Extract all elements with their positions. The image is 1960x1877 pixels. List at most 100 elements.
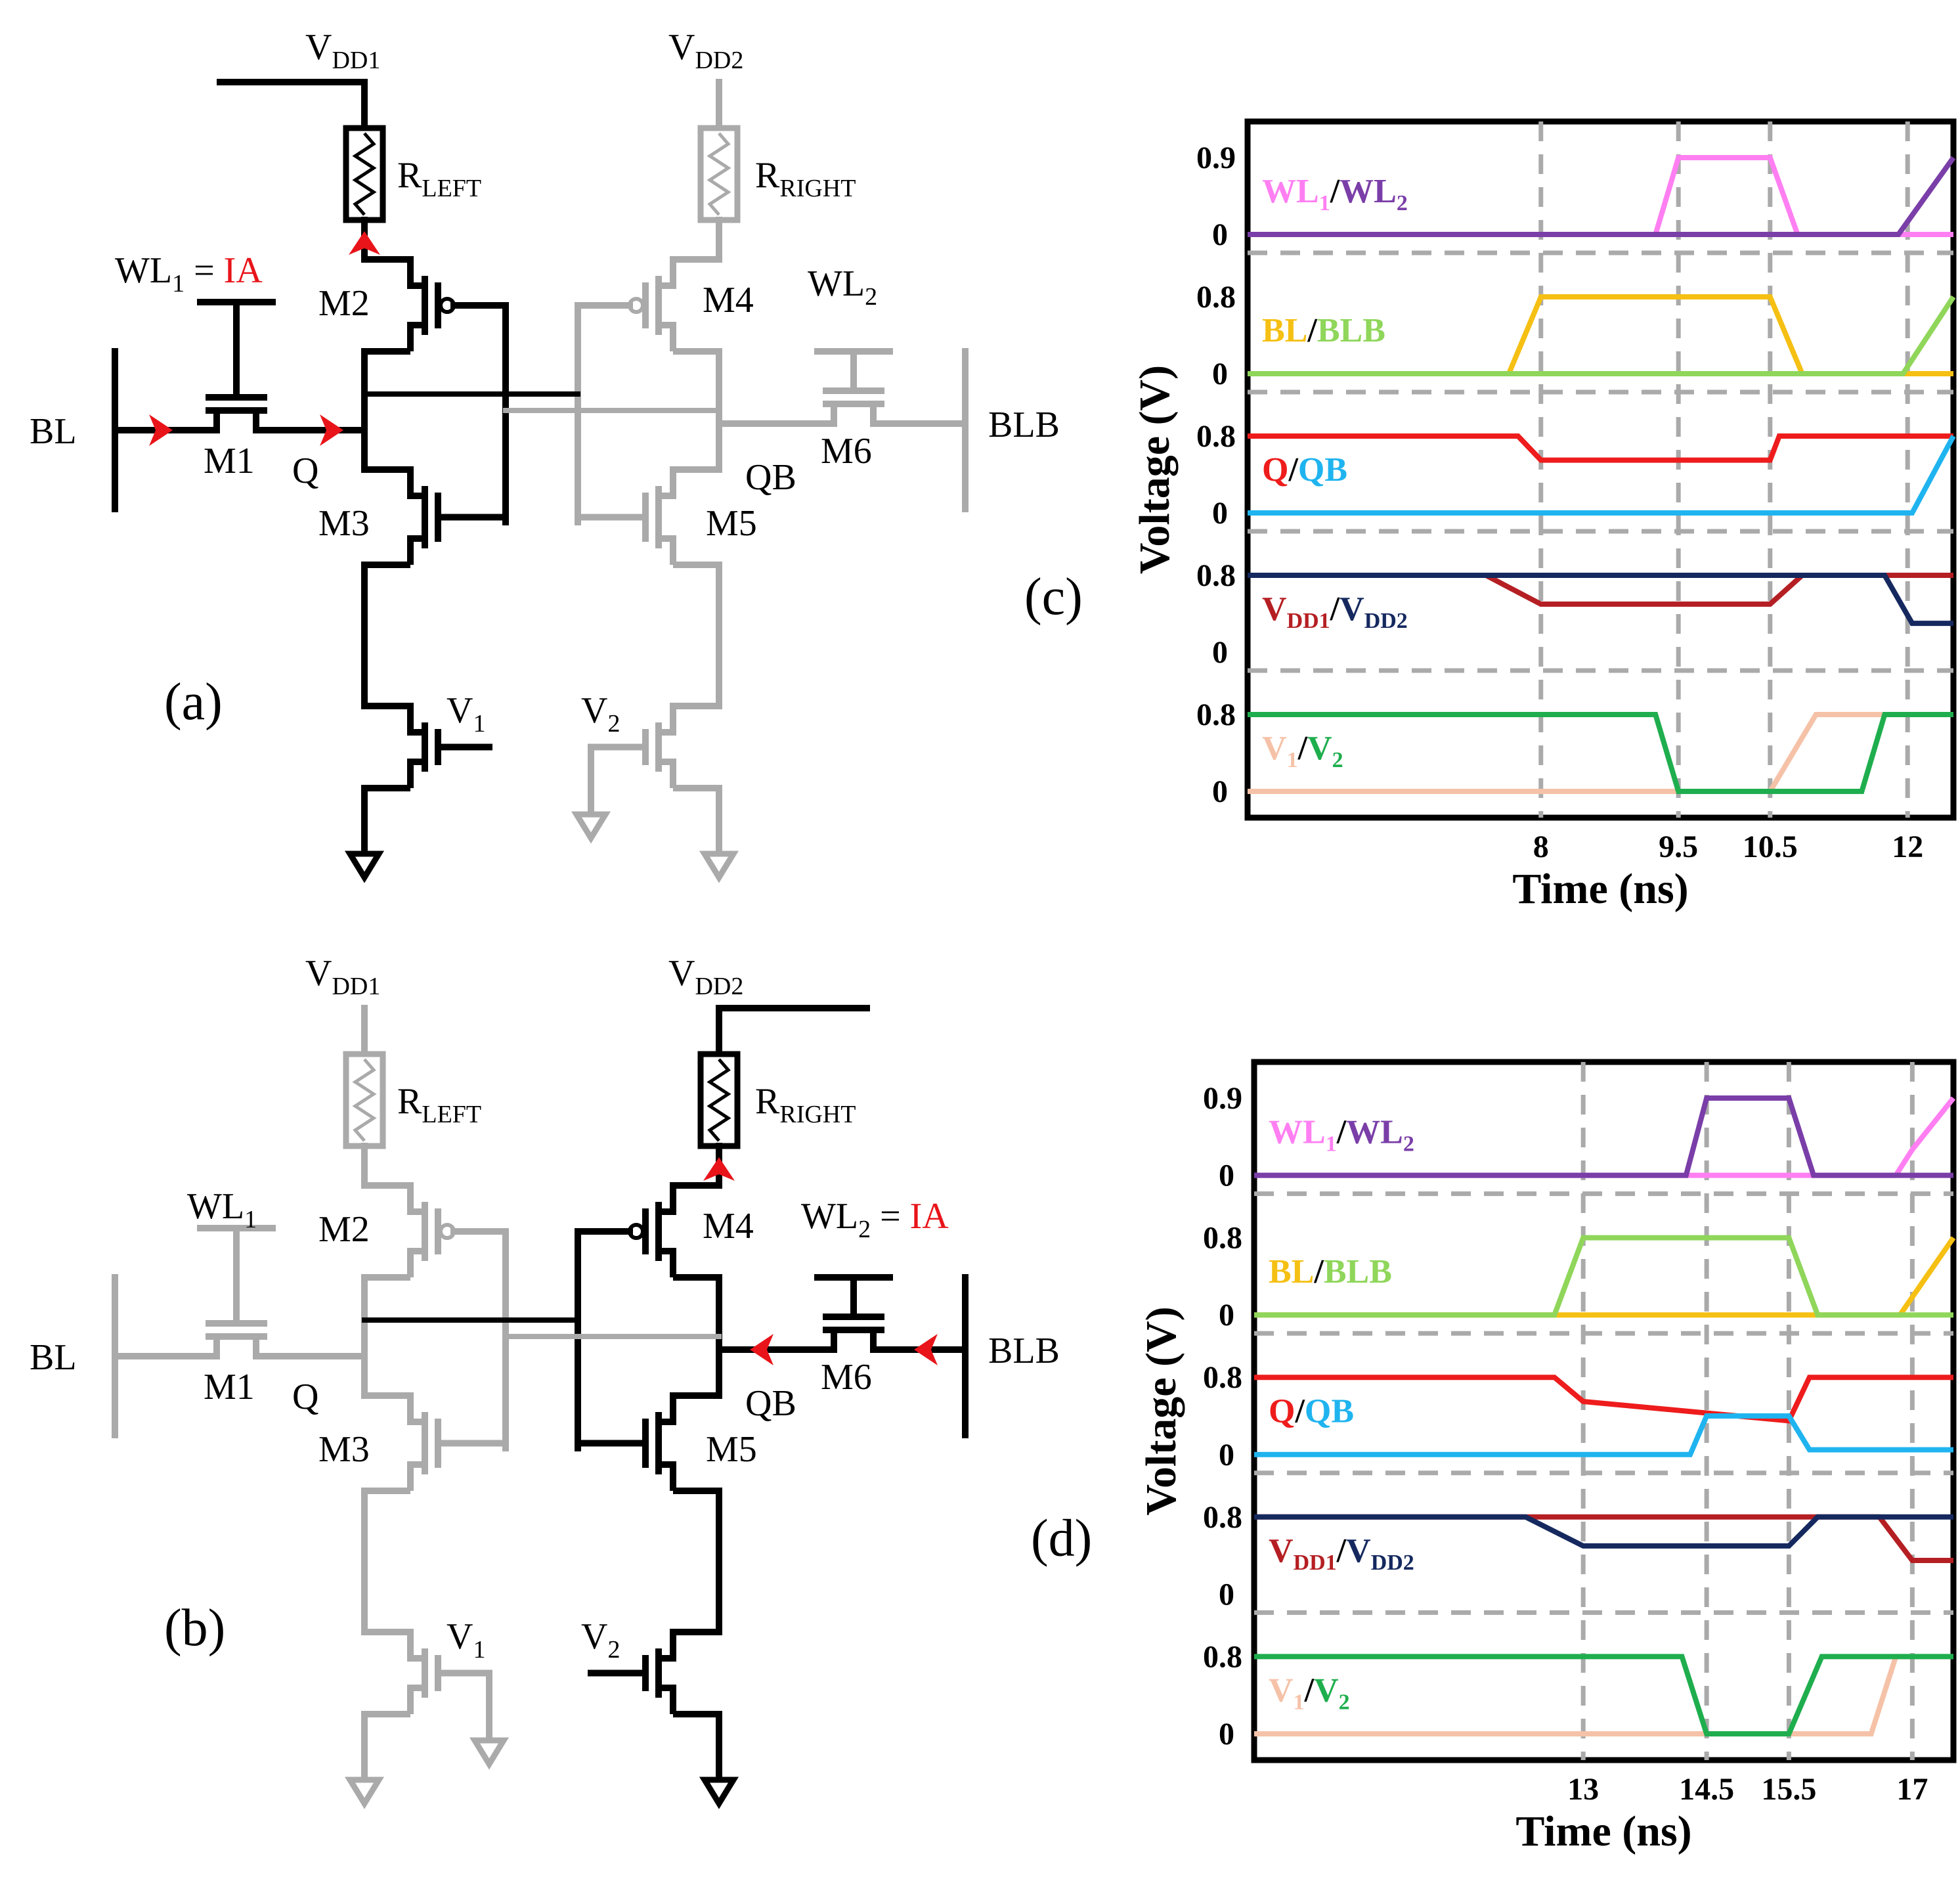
ground-triangle	[344, 850, 385, 883]
label-q-main: Q	[292, 1377, 318, 1417]
series-line-WL2	[1248, 156, 1956, 237]
label-r-right-main: R	[755, 1081, 780, 1122]
signal-label-slash: /	[1336, 1532, 1347, 1570]
resistor-left-icon	[343, 1051, 386, 1149]
v1-source	[361, 785, 410, 828]
panel-label-a: (a)	[164, 673, 223, 731]
source-lead	[407, 535, 425, 565]
drain-lead	[407, 259, 425, 289]
transistor-m4	[575, 259, 676, 351]
series-line-WL2	[1254, 1095, 1953, 1178]
ground-triangle	[469, 1737, 510, 1770]
y-tick-label: 0.8	[1196, 280, 1236, 315]
transistor-m2	[407, 1185, 509, 1277]
label-v2: V2	[581, 690, 620, 738]
y-tick-label: 0	[1212, 774, 1228, 809]
signal-label-a: Q	[1269, 1393, 1295, 1430]
label-r-left: RLEFT	[397, 155, 481, 202]
label-v1-main: V	[446, 690, 473, 731]
label-vdd2: VDD2	[668, 953, 743, 1000]
panel-label-b: (b)	[164, 1599, 225, 1657]
y-tick-label: 0.8	[1203, 1360, 1242, 1395]
transistor-m6	[804, 1274, 903, 1353]
drain-lead	[407, 706, 425, 736]
series-line-V1	[1254, 1654, 1953, 1736]
label-wl1: WL1 = IA	[115, 250, 263, 298]
label-m4-main: M4	[703, 280, 754, 320]
label-m1-main: M1	[204, 1367, 255, 1407]
signal-label-slash: /	[1297, 730, 1308, 767]
label-vdd1: VDD1	[305, 953, 380, 1000]
series-line-V1	[1248, 712, 1953, 794]
source-lead	[407, 1248, 425, 1277]
transistor-m2	[407, 259, 509, 351]
label-m5: M5	[706, 1429, 757, 1470]
series-line-VDD2	[1248, 573, 1953, 627]
label-v2-main: V	[581, 1616, 607, 1657]
label-m4: M4	[703, 280, 754, 320]
label-m3: M3	[318, 503, 370, 544]
source-lead	[407, 1461, 425, 1491]
label-blb-main: BLB	[988, 1331, 1060, 1371]
resistor-zigzag	[352, 1058, 377, 1142]
series-line-QB	[1254, 1413, 1953, 1457]
drain-lead	[407, 1396, 425, 1425]
v1-source	[361, 1711, 410, 1754]
source-lead	[659, 535, 676, 565]
label-m2-main: M2	[318, 283, 370, 324]
m3-to-v1	[361, 1488, 410, 1632]
y-tick-label: 0.8	[1196, 697, 1236, 732]
signal-label-a-sub: DD1	[1287, 609, 1330, 633]
x-axis-title: Time (ns)	[1515, 1807, 1691, 1855]
source-lead	[659, 759, 676, 788]
label-v1-sub: 1	[473, 1636, 485, 1664]
label-wl2-main: WL	[808, 263, 865, 304]
source-lead	[659, 1248, 676, 1277]
plot-frame	[1244, 118, 1957, 821]
ground-triangle	[699, 850, 739, 883]
y-tick-label: 0.9	[1196, 141, 1236, 175]
row-signal-label: Q/QB	[1262, 451, 1347, 489]
x-tick-label: 17	[1896, 1772, 1928, 1807]
m2-source-to-q	[361, 348, 410, 470]
y-tick-label: 0	[1212, 217, 1228, 252]
label-m2: M2	[318, 283, 370, 324]
x-tick-label: 8	[1533, 829, 1549, 864]
y-tick-label: 0	[1212, 635, 1228, 670]
label-r-right-sub: RIGHT	[779, 1101, 856, 1128]
label-qb: QB	[745, 457, 796, 498]
label-blb: BLB	[988, 1331, 1060, 1371]
series-line-V2	[1254, 1654, 1953, 1736]
signal-label-a: V	[1262, 730, 1287, 767]
label-qb: QB	[745, 1383, 796, 1424]
x-tick-label: 10.5	[1743, 829, 1798, 864]
signal-label-a-sub: DD1	[1294, 1551, 1337, 1575]
signal-label-b-sub: 2	[1332, 748, 1343, 772]
ground-triangle	[571, 811, 611, 844]
signal-label-b: WL	[1339, 173, 1397, 210]
m5-to-v2	[673, 1488, 722, 1632]
ground-v1-gate-icon	[469, 1711, 510, 1770]
label-r-left-sub: LEFT	[422, 1101, 481, 1128]
source-lead	[407, 322, 425, 351]
signal-label-b: BLB	[1324, 1253, 1392, 1291]
row-signal-label: VDD1/VDD2	[1262, 590, 1408, 633]
y-tick-label: 0	[1212, 357, 1228, 391]
label-wl2-ia: IA	[910, 1196, 949, 1237]
y-tick-label: 0.8	[1196, 558, 1236, 593]
label-vdd1-main: V	[305, 27, 332, 68]
signal-label-a: WL	[1262, 173, 1319, 210]
panel-label: (c)	[1024, 568, 1083, 626]
signal-label-b: V	[1346, 1532, 1371, 1570]
label-m6-main: M6	[821, 1357, 872, 1398]
drain-lead	[407, 1185, 425, 1215]
y-tick-label: 0.9	[1203, 1081, 1242, 1116]
signal-label-slash: /	[1330, 590, 1340, 628]
label-wl2-eq: =	[871, 1196, 910, 1237]
series-line-BLB	[1248, 295, 1956, 376]
y-tick-label: 0.8	[1196, 419, 1236, 454]
resistor-right-icon	[697, 125, 741, 223]
label-r-left-sub: LEFT	[422, 175, 481, 202]
transistor-v1	[407, 706, 492, 788]
